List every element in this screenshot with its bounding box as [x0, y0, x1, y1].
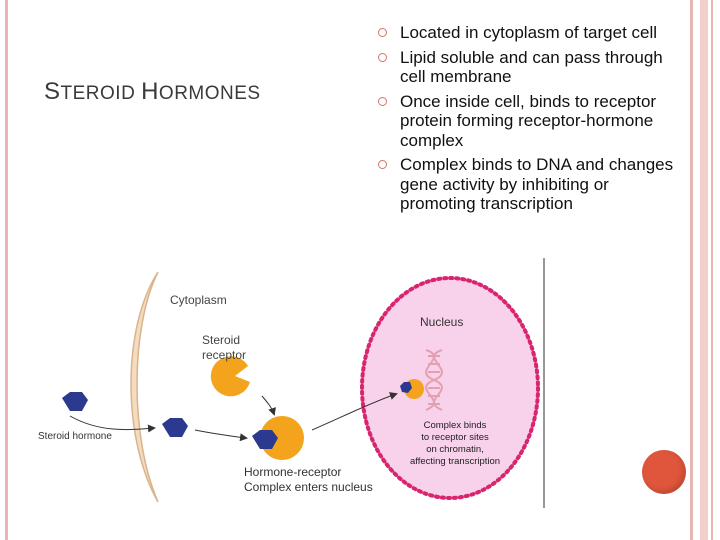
right-border-stripe-wide	[700, 0, 708, 540]
bullet-item: Complex binds to DNA and changes gene ac…	[378, 155, 678, 214]
hormone-on-dna	[400, 382, 412, 393]
slide-title: STEROID HORMONES	[44, 78, 261, 105]
circle-outline-icon	[378, 96, 387, 106]
cell-membrane	[130, 271, 159, 503]
steroid-hormone-diagram: Cytoplasm Steroid receptor Steroid hormo…	[30, 258, 550, 508]
steroid-receptor-label: receptor	[202, 348, 246, 362]
right-border-stripe	[690, 0, 693, 540]
bullet-item: Located in cytoplasm of target cell	[378, 23, 678, 43]
hexagon-hormone-icon	[162, 418, 188, 437]
circle-outline-icon	[378, 160, 387, 169]
steroid-receptor-label: Steroid	[202, 333, 240, 347]
arrow	[311, 392, 398, 431]
complex-label: Hormone-receptor	[244, 465, 341, 479]
arrow	[69, 415, 156, 433]
complex-label: Complex enters nucleus	[244, 480, 373, 494]
decorative-red-circle	[642, 450, 686, 494]
binds-label: on chromatin,	[426, 444, 484, 455]
bullet-list: Located in cytoplasm of target cell Lipi…	[378, 23, 678, 219]
bullet-item: Once inside cell, binds to receptor prot…	[378, 92, 678, 151]
right-border-stripe-thin	[711, 0, 713, 540]
nucleus-label: Nucleus	[420, 315, 463, 329]
cytoplasm-label: Cytoplasm	[170, 293, 227, 307]
diagram-canvas: Cytoplasm Steroid receptor Steroid hormo…	[38, 258, 545, 508]
binds-label: Complex binds	[424, 420, 487, 431]
dna-helix-icon	[425, 349, 443, 411]
arrow	[194, 429, 248, 442]
hexagon-hormone-icon	[252, 430, 278, 449]
steroid-hormone-label: Steroid hormone	[38, 431, 112, 442]
bullet-item: Lipid soluble and can pass through cell …	[378, 48, 678, 87]
circle-outline-icon	[378, 28, 387, 37]
nucleus	[360, 276, 540, 500]
hexagon-hormone-icon	[62, 392, 88, 411]
binds-label: to receptor sites	[421, 432, 489, 443]
binds-label: affecting transcription	[410, 456, 500, 467]
circle-outline-icon	[378, 52, 387, 62]
arrow	[261, 395, 276, 416]
steroid-receptor-icon	[210, 356, 250, 397]
left-border-stripe	[5, 0, 8, 540]
